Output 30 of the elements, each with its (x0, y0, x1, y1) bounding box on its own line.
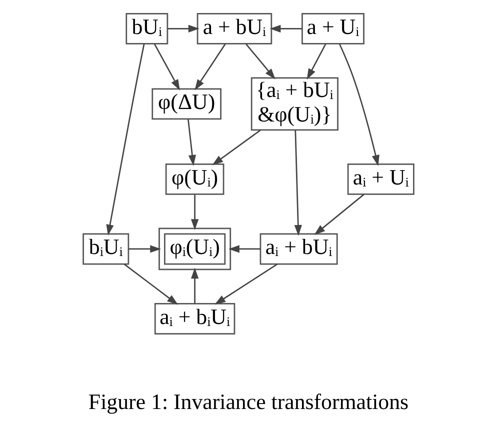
arrow (269, 24, 302, 33)
arrow (123, 264, 178, 305)
arrow (228, 245, 260, 253)
arrow (194, 44, 226, 90)
node-box: aᵢ + Uᵢ (346, 163, 414, 195)
node-box: a + bUᵢ (196, 12, 272, 44)
arrow (214, 264, 278, 305)
node-box: φᵢ(Uᵢ) (158, 228, 231, 270)
node-box: aᵢ + bUᵢ (259, 233, 338, 265)
arrow (166, 24, 199, 33)
node-box: bᵢUᵢ (82, 233, 129, 265)
node-box: φ(Uᵢ) (164, 163, 224, 195)
node-box: φ(ΔU) (151, 88, 221, 120)
arrow (153, 44, 180, 90)
arrow (190, 194, 198, 230)
arrow (245, 44, 275, 80)
arrow (338, 44, 379, 166)
arrow (306, 44, 326, 80)
arrow (187, 119, 196, 166)
caption: Figure 1: Invariance transformations (88, 388, 408, 414)
arrow (190, 268, 198, 304)
node-box: a + Uᵢ (301, 12, 364, 44)
arrow (128, 245, 161, 253)
node-box: bUᵢ (125, 12, 168, 44)
arrow (294, 130, 302, 236)
node-box: aᵢ + bᵢUᵢ (154, 303, 235, 334)
arrow (212, 130, 260, 166)
arrow (314, 194, 364, 236)
arrow (106, 44, 144, 236)
node-box: {aᵢ + bUᵢ &φ(Uᵢ)} (250, 77, 338, 131)
